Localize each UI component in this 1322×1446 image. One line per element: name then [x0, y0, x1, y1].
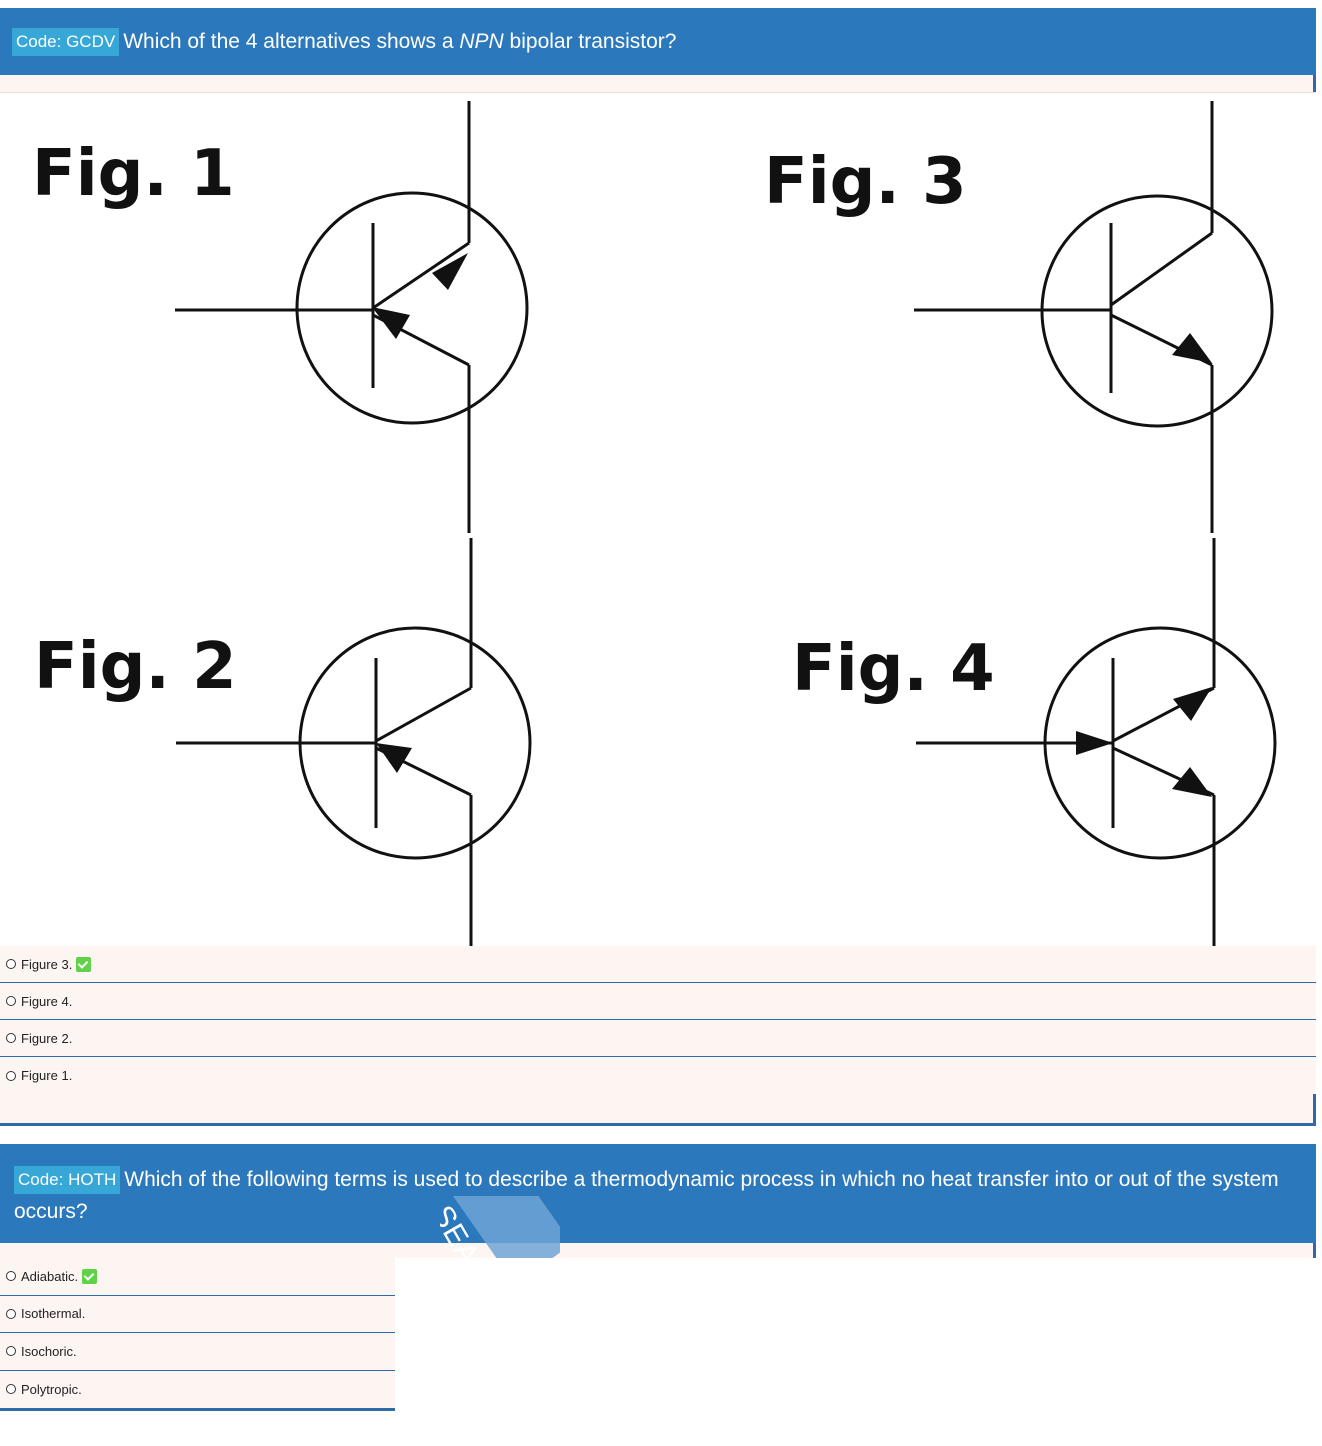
- answer-option[interactable]: Figure 1.: [0, 1057, 1316, 1094]
- radio-button[interactable]: [6, 1346, 16, 1357]
- answer-option[interactable]: Figure 3.: [0, 946, 1316, 983]
- question-text-emphasis: NPN: [459, 30, 504, 53]
- option-label: Isochoric.: [21, 1343, 77, 1359]
- answer-option[interactable]: Isothermal.: [0, 1295, 395, 1333]
- answer-option[interactable]: Isochoric.: [0, 1333, 395, 1371]
- radio-button[interactable]: [6, 959, 16, 969]
- fig1-arrow-inner: [372, 307, 410, 339]
- radio-button[interactable]: [6, 996, 16, 1006]
- radio-button[interactable]: [6, 1271, 16, 1282]
- watermark-ribbon: SEA: [440, 1196, 560, 1258]
- fig4-arrow-bottom: [1172, 767, 1212, 797]
- fig2-label: Fig. 2: [34, 630, 237, 704]
- fig4-arrow-top: [1173, 687, 1212, 721]
- radio-button[interactable]: [6, 1384, 16, 1395]
- option-label: Isothermal.: [21, 1306, 86, 1322]
- fig4-arrow-base: [1076, 731, 1113, 755]
- option-label: Figure 4.: [21, 993, 73, 1009]
- answer-option[interactable]: Polytropic.: [0, 1370, 395, 1408]
- radio-button[interactable]: [6, 1033, 16, 1043]
- answer-option[interactable]: Adiabatic.: [0, 1258, 395, 1296]
- question-text-part1: Which of the 4 alternatives shows a: [123, 30, 460, 53]
- fig3-emitter-arrow: [1172, 333, 1212, 363]
- transistor-diagram: Fig. 1 Fig. 3 Fig. 2 Fig. 4: [32, 101, 1277, 953]
- answer-option[interactable]: Figure 4.: [0, 983, 1316, 1020]
- fig3-label: Fig. 3: [764, 145, 967, 219]
- radio-button[interactable]: [6, 1308, 16, 1319]
- correct-check-icon: [82, 1268, 98, 1284]
- answer-options-hoth: Adiabatic. Isothermal. Isochoric. Polytr…: [0, 1258, 395, 1411]
- radio-button[interactable]: [6, 1070, 16, 1081]
- question-code-badge: Code: GCDV: [12, 28, 120, 56]
- option-label: Polytropic.: [21, 1381, 82, 1397]
- correct-check-icon: [76, 956, 92, 972]
- answer-option[interactable]: Figure 2.: [0, 1020, 1316, 1057]
- fig1-transistor-symbol: [175, 101, 529, 533]
- fig2-transistor-symbol: [176, 538, 532, 953]
- option-label: Figure 1.: [21, 1068, 73, 1083]
- fig3-transistor-symbol: [914, 101, 1274, 533]
- transistor-figure-image: Fig. 1 Fig. 3 Fig. 2 Fig. 4: [0, 92, 1316, 953]
- option-label: Figure 3.: [21, 956, 73, 972]
- fig1-arrow-top: [432, 253, 468, 290]
- fig1-label: Fig. 1: [32, 137, 235, 211]
- question-text-part2: bipolar transistor?: [503, 30, 677, 53]
- fig2-arrow: [376, 743, 412, 773]
- question-text: Which of the following terms is used to …: [14, 1168, 1279, 1223]
- answer-options-gcdv: Figure 3. Figure 4. Figure 2. Figure 1.: [0, 946, 1316, 1094]
- question-code-badge: Code: HOTH: [14, 1166, 121, 1194]
- option-label: Adiabatic.: [21, 1268, 79, 1284]
- option-label: Figure 2.: [21, 1030, 73, 1046]
- fig4-label: Fig. 4: [792, 632, 995, 706]
